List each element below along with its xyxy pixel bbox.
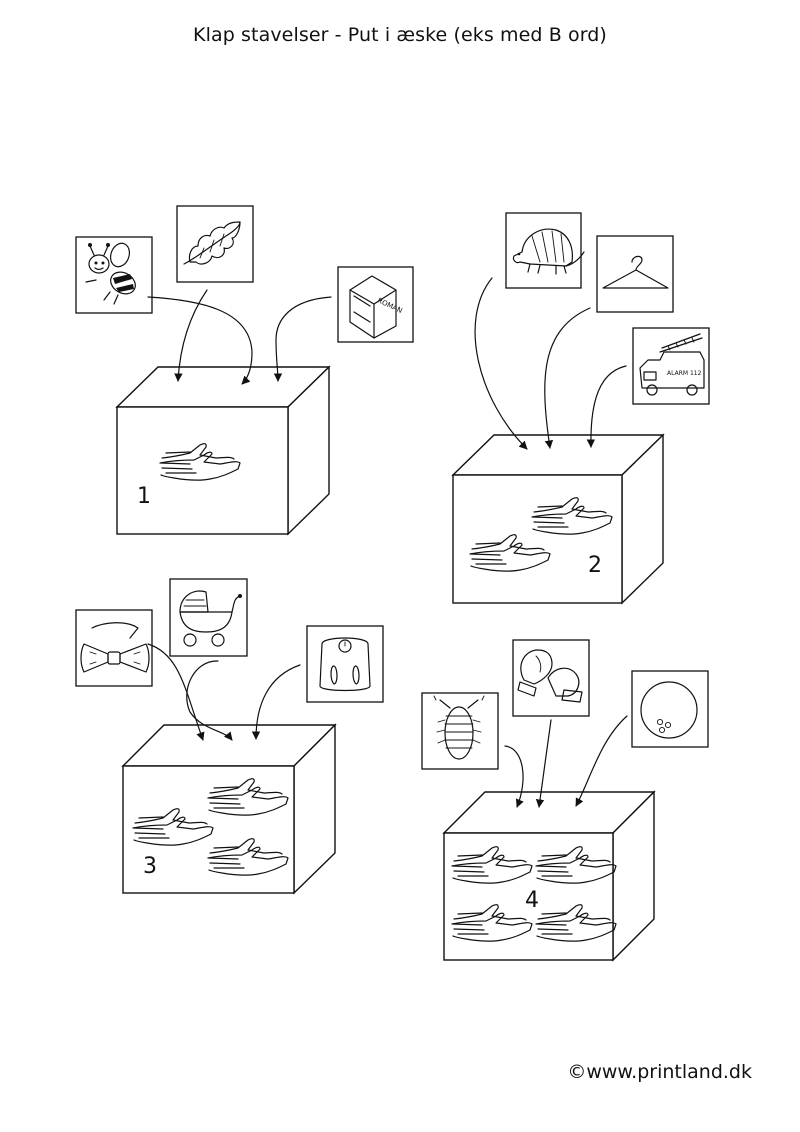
scale-picture[interactable]	[306, 625, 384, 703]
box-number: 3	[143, 854, 157, 879]
book-picture[interactable]: ROMAN	[337, 266, 414, 343]
boxing-gloves-picture[interactable]	[512, 639, 590, 717]
armadillo-picture[interactable]	[505, 212, 585, 289]
box-number: 2	[588, 553, 602, 578]
armadillo-icon	[512, 228, 585, 275]
bowling-ball-icon	[640, 681, 698, 739]
hanger-icon	[602, 255, 669, 289]
syllable-box-2: 2	[451, 433, 665, 605]
fire-truck-icon: ALARM 112	[639, 333, 705, 396]
scale-icon	[319, 637, 371, 692]
page-title: Klap stavelser - Put i æske (eks med B o…	[193, 24, 607, 46]
hanger-picture[interactable]	[596, 235, 674, 313]
leaf-icon	[183, 221, 241, 265]
svg-text:ALARM 112: ALARM 112	[667, 370, 702, 377]
bow-tie-icon	[80, 622, 150, 673]
bow-tie-picture[interactable]	[75, 609, 153, 687]
leaf-picture[interactable]	[176, 205, 254, 283]
syllable-box-3: 3	[121, 723, 337, 895]
bowling-ball-picture[interactable]	[631, 670, 709, 748]
bee-picture[interactable]	[75, 236, 153, 314]
boxing-gloves-icon	[517, 649, 583, 703]
box-number: 4	[525, 888, 539, 913]
syllable-box-4: 4	[442, 790, 656, 962]
bee-icon	[85, 242, 136, 305]
woodlouse-picture[interactable]	[421, 692, 499, 770]
pram-icon	[179, 590, 242, 647]
box-number: 1	[137, 484, 151, 509]
copyright-footer: ©www.printland.dk	[567, 1061, 752, 1083]
fire-truck-picture[interactable]: ALARM 112	[632, 327, 710, 405]
pram-picture[interactable]	[169, 578, 248, 657]
syllable-box-1: 1	[115, 365, 331, 536]
woodlouse-icon	[433, 695, 485, 760]
